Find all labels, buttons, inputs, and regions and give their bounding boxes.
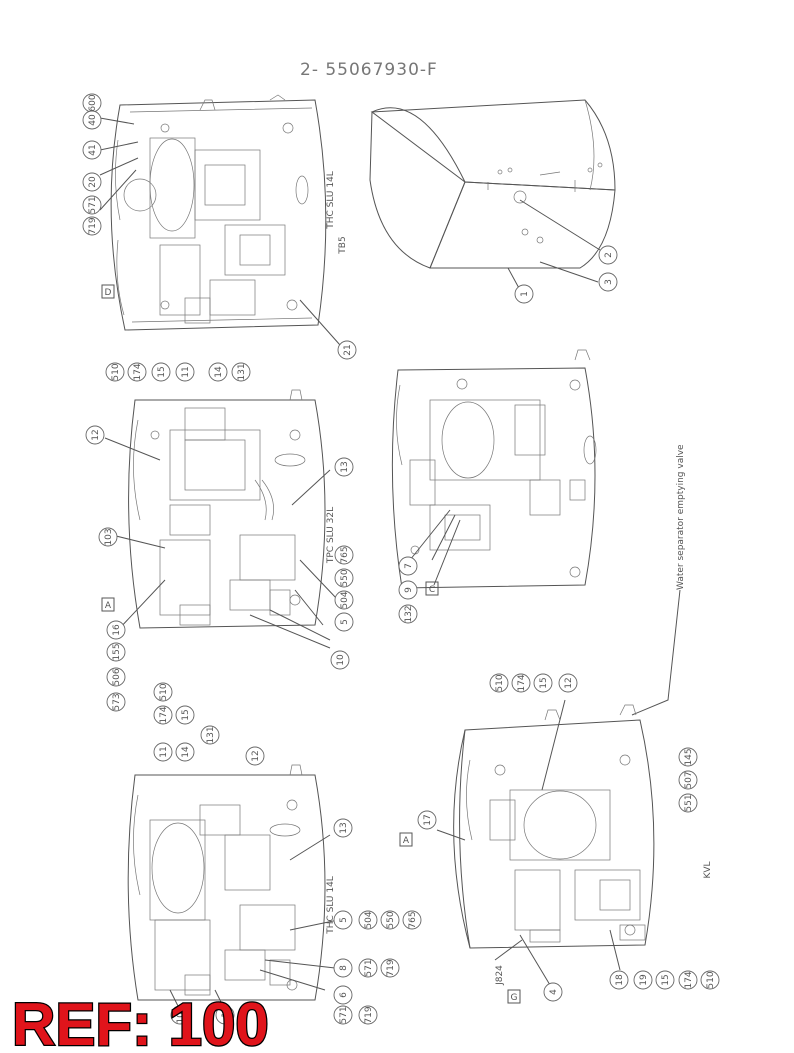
svg-text:510: 510 (495, 674, 505, 691)
svg-text:571: 571 (364, 959, 374, 976)
view-b-model-label: THC SLU 14L (326, 876, 336, 935)
view-g-tag-label: J824 (495, 965, 505, 986)
tank-housing (369, 99, 616, 291)
drawing-number: 2- 55067930-F (300, 60, 438, 80)
svg-text:16: 16 (112, 624, 122, 636)
svg-text:41: 41 (88, 144, 98, 155)
svg-text:14: 14 (181, 746, 191, 758)
svg-text:551: 551 (684, 794, 694, 811)
svg-text:40: 40 (88, 114, 98, 126)
view-g-compressor-unit (436, 699, 655, 986)
svg-text:20: 20 (88, 176, 98, 188)
svg-text:145: 145 (684, 748, 694, 765)
svg-text:1: 1 (221, 1012, 231, 1018)
svg-text:18: 18 (615, 974, 625, 986)
view-g-callout-box: A (399, 832, 413, 847)
svg-text:510: 510 (111, 363, 121, 380)
svg-text:102: 102 (176, 1006, 186, 1023)
view-a-letter-box: A (101, 597, 115, 612)
view-d-balloons: 600 40 41 20 571 719 21 (82, 93, 357, 360)
view-b-balloons: 510 174 15 11 14 131 12 13 102 1 571 719… (153, 682, 422, 1025)
svg-text:174: 174 (133, 363, 143, 380)
svg-text:11: 11 (181, 366, 191, 377)
view-a-compressor-unit (104, 389, 339, 649)
svg-text:4: 4 (549, 989, 559, 995)
svg-text:550: 550 (340, 569, 350, 586)
svg-text:600: 600 (88, 94, 98, 111)
svg-text:155: 155 (112, 643, 122, 660)
tank-balloons: 1 2 3 (514, 245, 618, 304)
svg-text:131: 131 (206, 726, 216, 743)
svg-text:6: 6 (339, 992, 349, 998)
svg-text:12: 12 (564, 677, 574, 688)
svg-text:D: D (105, 288, 112, 298)
svg-text:550: 550 (386, 911, 396, 928)
svg-text:7: 7 (404, 563, 414, 569)
svg-text:510: 510 (159, 683, 169, 700)
view-a-model-label: TPC SLU 32L (326, 507, 336, 564)
reference-badge: REF: 100 (12, 991, 269, 1053)
svg-text:571: 571 (339, 1006, 349, 1023)
svg-text:C: C (429, 585, 435, 595)
svg-text:12: 12 (91, 429, 101, 440)
svg-text:13: 13 (339, 822, 349, 833)
svg-text:12: 12 (251, 750, 261, 761)
svg-text:571: 571 (88, 196, 98, 213)
svg-text:15: 15 (661, 974, 671, 985)
water-separator-leader (631, 589, 681, 716)
svg-text:174: 174 (684, 971, 694, 988)
svg-text:506: 506 (112, 668, 122, 685)
svg-text:573: 573 (112, 693, 122, 710)
svg-text:13: 13 (340, 461, 350, 472)
view-g-balloons: 510 174 15 12 17 145 507 551 4 18 19 15 … (417, 673, 720, 1002)
svg-text:9: 9 (404, 587, 414, 593)
svg-text:2: 2 (604, 252, 614, 258)
svg-text:719: 719 (88, 217, 98, 234)
view-d-model-label: THC SLU 14L (326, 171, 336, 230)
view-c-balloons: 132 9 7 (398, 556, 418, 624)
svg-text:504: 504 (364, 911, 374, 928)
view-g-footer-label: KVL (703, 861, 713, 878)
svg-text:15: 15 (181, 709, 191, 720)
svg-text:765: 765 (340, 546, 350, 563)
water-separator-annotation: Water separator emptying valve (676, 444, 686, 590)
svg-text:5: 5 (340, 619, 350, 625)
svg-text:19: 19 (639, 974, 649, 986)
svg-text:174: 174 (517, 674, 527, 691)
svg-text:11: 11 (159, 746, 169, 757)
svg-text:10: 10 (336, 654, 346, 666)
view-d-code-label: TB5 (338, 236, 348, 254)
view-b-compressor-unit (127, 764, 339, 1011)
svg-text:17: 17 (423, 814, 433, 825)
view-a-balloons: 510 174 15 11 14 131 12 13 103 573 506 1… (85, 362, 354, 712)
svg-text:14: 14 (214, 366, 224, 378)
svg-text:15: 15 (157, 366, 167, 377)
svg-text:132: 132 (404, 605, 414, 622)
svg-text:719: 719 (364, 1006, 374, 1023)
svg-text:1: 1 (520, 291, 530, 297)
view-d-compressor-unit (99, 94, 341, 346)
svg-text:131: 131 (237, 363, 247, 380)
svg-text:G: G (511, 993, 518, 1003)
svg-text:21: 21 (343, 344, 353, 355)
svg-text:3: 3 (604, 279, 614, 285)
svg-text:A: A (105, 601, 112, 611)
svg-text:A: A (403, 836, 410, 846)
view-c-compressor-unit (391, 349, 597, 589)
svg-text:719: 719 (386, 959, 396, 976)
svg-text:8: 8 (339, 965, 349, 971)
svg-text:507: 507 (684, 771, 694, 788)
svg-text:174: 174 (159, 706, 169, 723)
svg-text:765: 765 (408, 911, 418, 928)
svg-text:5: 5 (339, 917, 349, 923)
view-c-letter-box: C (425, 581, 439, 596)
svg-text:504: 504 (340, 591, 350, 608)
svg-text:510: 510 (706, 971, 716, 988)
view-d-letter-box: D (101, 284, 115, 299)
view-g-letter-box: G (507, 989, 521, 1004)
svg-text:15: 15 (539, 677, 549, 688)
svg-text:103: 103 (104, 528, 114, 545)
